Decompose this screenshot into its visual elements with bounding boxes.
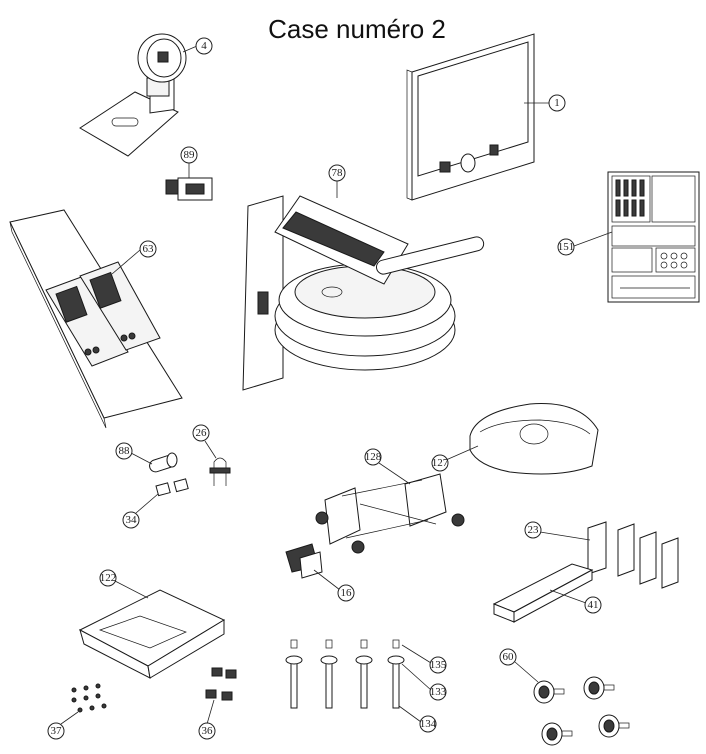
part-151-parts-kit bbox=[607, 171, 700, 303]
part-133-134-135-rods bbox=[285, 639, 405, 709]
part-88-tube bbox=[149, 452, 178, 473]
callout-88-label: 88 bbox=[119, 445, 131, 457]
callout-41-label: 41 bbox=[588, 599, 599, 611]
callout-63 bbox=[139, 240, 157, 258]
callout-135 bbox=[429, 656, 447, 674]
callout-128 bbox=[364, 448, 382, 466]
callout-36-label: 36 bbox=[202, 725, 214, 737]
callout-26 bbox=[192, 424, 210, 442]
callout-122 bbox=[99, 569, 117, 587]
callout-4-label: 4 bbox=[201, 40, 207, 52]
callout-16-label: 16 bbox=[341, 587, 353, 599]
callout-88 bbox=[115, 442, 133, 460]
callout-128-label: 128 bbox=[365, 451, 382, 463]
callout-37 bbox=[47, 722, 65, 740]
callout-133 bbox=[429, 683, 447, 701]
part-89-clip bbox=[165, 177, 213, 201]
callout-1-label: 1 bbox=[554, 97, 560, 109]
callout-134 bbox=[419, 715, 437, 733]
callout-37-label: 37 bbox=[51, 725, 63, 737]
callout-23-label: 23 bbox=[528, 524, 540, 536]
callout-135-label: 135 bbox=[430, 659, 447, 671]
callout-63-label: 63 bbox=[143, 243, 155, 255]
callout-60 bbox=[499, 648, 517, 666]
part-128-wheeled-frame bbox=[315, 473, 465, 554]
part-4-mount-bracket bbox=[79, 33, 187, 157]
callout-1 bbox=[548, 94, 566, 112]
callout-34 bbox=[122, 511, 140, 529]
callout-23 bbox=[524, 521, 542, 539]
part-23-plates bbox=[587, 521, 679, 589]
callout-127-label: 127 bbox=[432, 457, 449, 469]
callout-26-label: 26 bbox=[196, 427, 208, 439]
callout-89-label: 89 bbox=[184, 149, 196, 161]
callout-34-label: 34 bbox=[126, 514, 138, 526]
part-16-bracket bbox=[285, 543, 323, 579]
callout-78-label: 78 bbox=[332, 167, 344, 179]
part-34-clamps bbox=[155, 478, 189, 497]
callout-133-label: 133 bbox=[430, 686, 447, 698]
part-78-rotating-assembly bbox=[242, 195, 485, 391]
callout-78 bbox=[328, 164, 346, 182]
part-41-bar bbox=[492, 563, 594, 623]
part-37-screws bbox=[71, 683, 107, 713]
part-36-clips bbox=[205, 667, 237, 701]
callout-36 bbox=[198, 722, 216, 740]
callout-89 bbox=[180, 146, 198, 164]
callout-151 bbox=[557, 238, 575, 256]
callout-127 bbox=[431, 454, 449, 472]
callout-41 bbox=[584, 596, 602, 614]
diagram-title: Case numéro 2 bbox=[268, 14, 446, 44]
part-60-feet bbox=[533, 676, 630, 746]
part-63-pedal-board bbox=[9, 209, 183, 429]
callout-60-label: 60 bbox=[503, 651, 515, 663]
part-122-base-frame bbox=[78, 589, 226, 679]
part-1-monitor bbox=[406, 33, 535, 201]
callout-134-label: 134 bbox=[420, 718, 437, 730]
part-127-seat-cushion bbox=[469, 403, 599, 475]
callout-151-label: 151 bbox=[558, 241, 575, 253]
callout-122-label: 122 bbox=[100, 572, 117, 584]
callout-16 bbox=[337, 584, 355, 602]
part-26-u-bolt bbox=[209, 457, 231, 486]
callout-4 bbox=[195, 37, 213, 55]
